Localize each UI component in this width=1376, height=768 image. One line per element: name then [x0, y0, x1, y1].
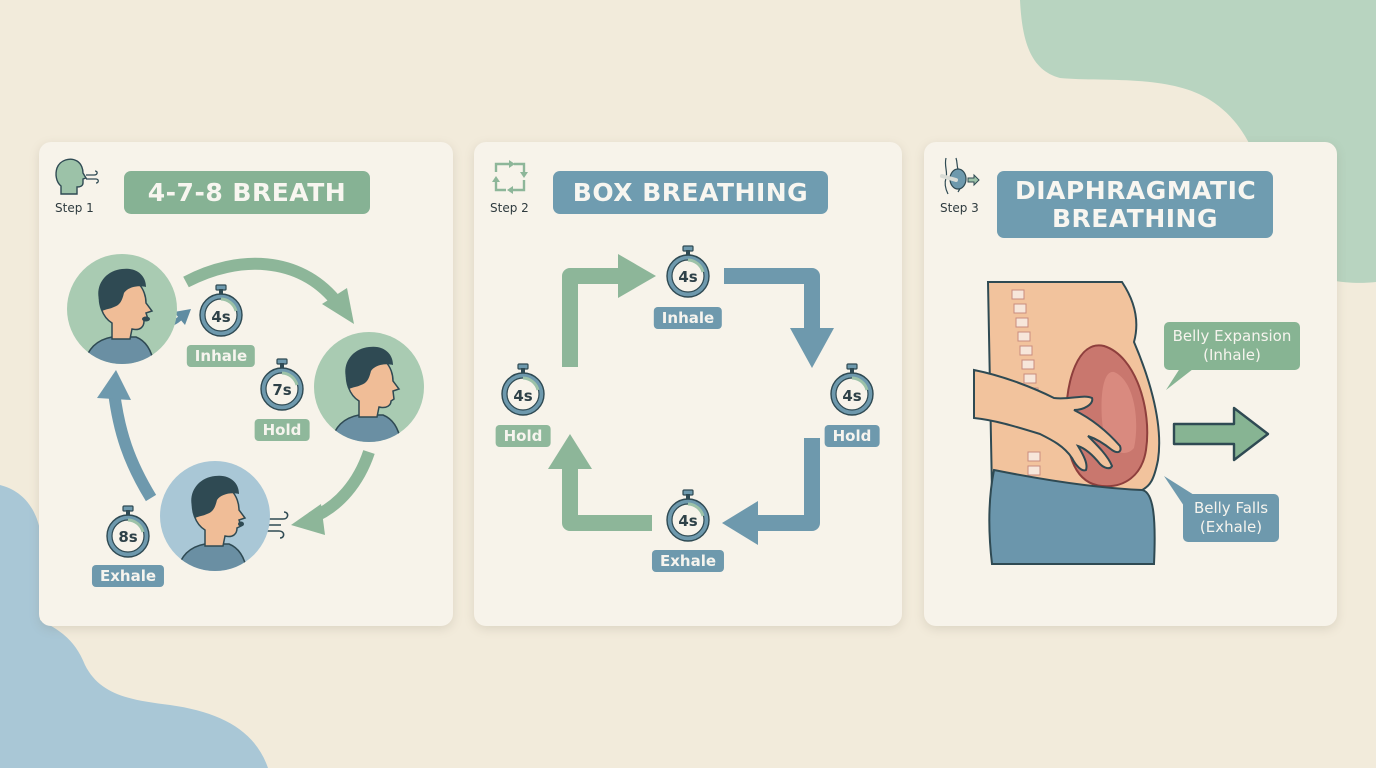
torso-illustration — [973, 281, 1161, 565]
timer-value: 4s — [678, 512, 698, 530]
stopwatch-icon — [830, 363, 874, 416]
callout-belly-falls: Belly Falls (Exhale) — [1183, 494, 1279, 542]
panel-title: BOX BREATHING — [553, 171, 828, 214]
stopwatch-icon — [666, 245, 710, 298]
box-arrows — [548, 254, 834, 545]
person-inhale-illustration — [67, 254, 177, 364]
cycle-arrows — [97, 257, 375, 539]
stopwatch-icon — [666, 489, 710, 542]
phase-label-hold: Hold — [495, 425, 551, 447]
timer-value: 8s — [118, 528, 138, 546]
step-label: Step 2 — [490, 201, 529, 215]
person-exhale-illustration — [160, 461, 270, 571]
panel-box-breathing: Step 2 BOX BREATHING 4s Inhale 4s Hold — [474, 142, 902, 626]
panel-title-text: DIAPHRAGMATIC BREATHING — [1015, 175, 1257, 233]
phase-label-exhale: Exhale — [91, 565, 165, 587]
step-label: Step 3 — [940, 201, 979, 215]
phase-label-inhale: Inhale — [653, 307, 723, 329]
panel-diaphragmatic-breathing: Step 3 DIAPHRAGMATIC BREATHING Belly Exp… — [924, 142, 1337, 626]
expansion-arrow-icon — [1172, 406, 1270, 462]
phase-label-hold: Hold — [824, 425, 880, 447]
panel-title: 4-7-8 BREATH — [124, 171, 370, 214]
belly-breathing-icon — [940, 157, 980, 195]
stopwatch-icon — [501, 363, 545, 416]
timer-value: 4s — [678, 268, 698, 286]
stopwatch-icon — [106, 505, 150, 558]
phase-label-inhale: Inhale — [186, 345, 256, 367]
timer-value: 4s — [211, 308, 231, 326]
stopwatch-icon — [260, 358, 304, 411]
phase-label-hold: Hold — [254, 419, 310, 441]
stopwatch-icon — [199, 284, 243, 337]
panel-title: DIAPHRAGMATIC BREATHING — [997, 171, 1273, 238]
head-breathing-icon — [55, 158, 99, 195]
timer-value: 7s — [272, 381, 292, 399]
phase-label-exhale: Exhale — [651, 550, 725, 572]
panel-4-7-8-breath: Step 1 4-7-8 BREATH — [39, 142, 453, 626]
step-label: Step 1 — [55, 201, 94, 215]
timer-value: 4s — [513, 387, 533, 405]
callout-belly-expansion: Belly Expansion (Inhale) — [1164, 322, 1300, 370]
box-cycle-icon — [492, 160, 528, 194]
timer-value: 4s — [842, 387, 862, 405]
person-hold-illustration — [314, 332, 424, 442]
